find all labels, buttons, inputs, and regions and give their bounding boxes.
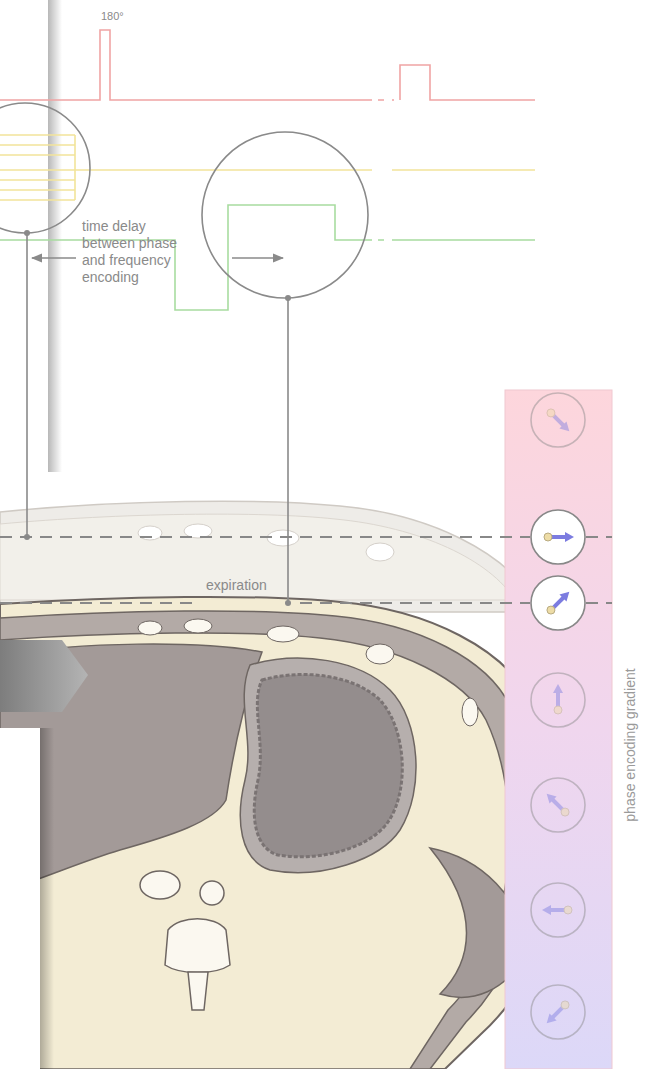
leader-dots (24, 230, 291, 606)
abdomen-cross-section (0, 597, 557, 1069)
gradient-bar (505, 390, 612, 1069)
spin-circle (531, 393, 585, 447)
spin-circle (531, 576, 585, 630)
side-panels (0, 0, 88, 1069)
axis-label: phase encoding gradient (622, 668, 638, 821)
spin-circle (531, 985, 585, 1039)
magnifier-circles (0, 103, 368, 603)
inspiration-outline (0, 501, 535, 612)
pulse-sequence (0, 30, 535, 310)
spin-circle (531, 510, 585, 564)
gradient-band: phase encoding gradient (505, 390, 612, 1069)
pulse-angle: 180° (101, 9, 124, 23)
spin-phase-circles (531, 393, 585, 1039)
dashed-guides (0, 537, 612, 603)
annotation: time delay between phase and frequency e… (82, 218, 190, 286)
phase-label: expiration (206, 577, 267, 594)
spin-circle (531, 778, 585, 832)
spin-circle (531, 883, 585, 937)
spin-circle (531, 673, 585, 727)
